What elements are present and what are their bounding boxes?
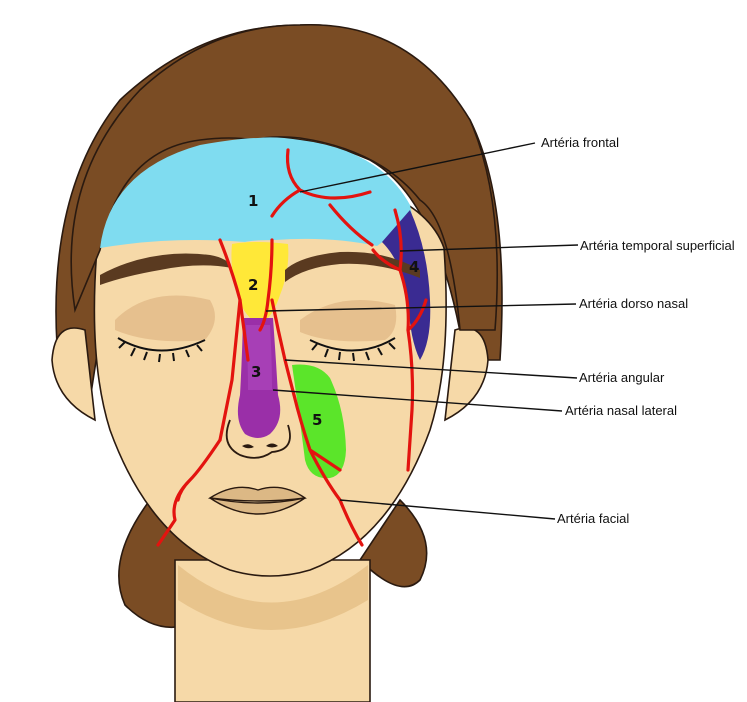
label-artery-facial: Artéria facial (557, 511, 629, 526)
zone-number-1: 1 (248, 192, 258, 210)
zone-number-5: 5 (312, 411, 322, 429)
neck (175, 560, 370, 702)
zone-number-4: 4 (409, 258, 419, 276)
label-artery-frontal: Artéria frontal (541, 135, 619, 150)
label-artery-angular: Artéria angular (579, 370, 665, 385)
ear-right (445, 328, 488, 420)
label-artery-nasal-lateral: Artéria nasal lateral (565, 403, 677, 418)
zone-number-2: 2 (248, 276, 258, 294)
label-artery-temporal: Artéria temporal superficial (580, 238, 735, 253)
label-artery-dorso-nasal: Artéria dorso nasal (579, 296, 688, 311)
zone-number-3: 3 (251, 363, 261, 381)
